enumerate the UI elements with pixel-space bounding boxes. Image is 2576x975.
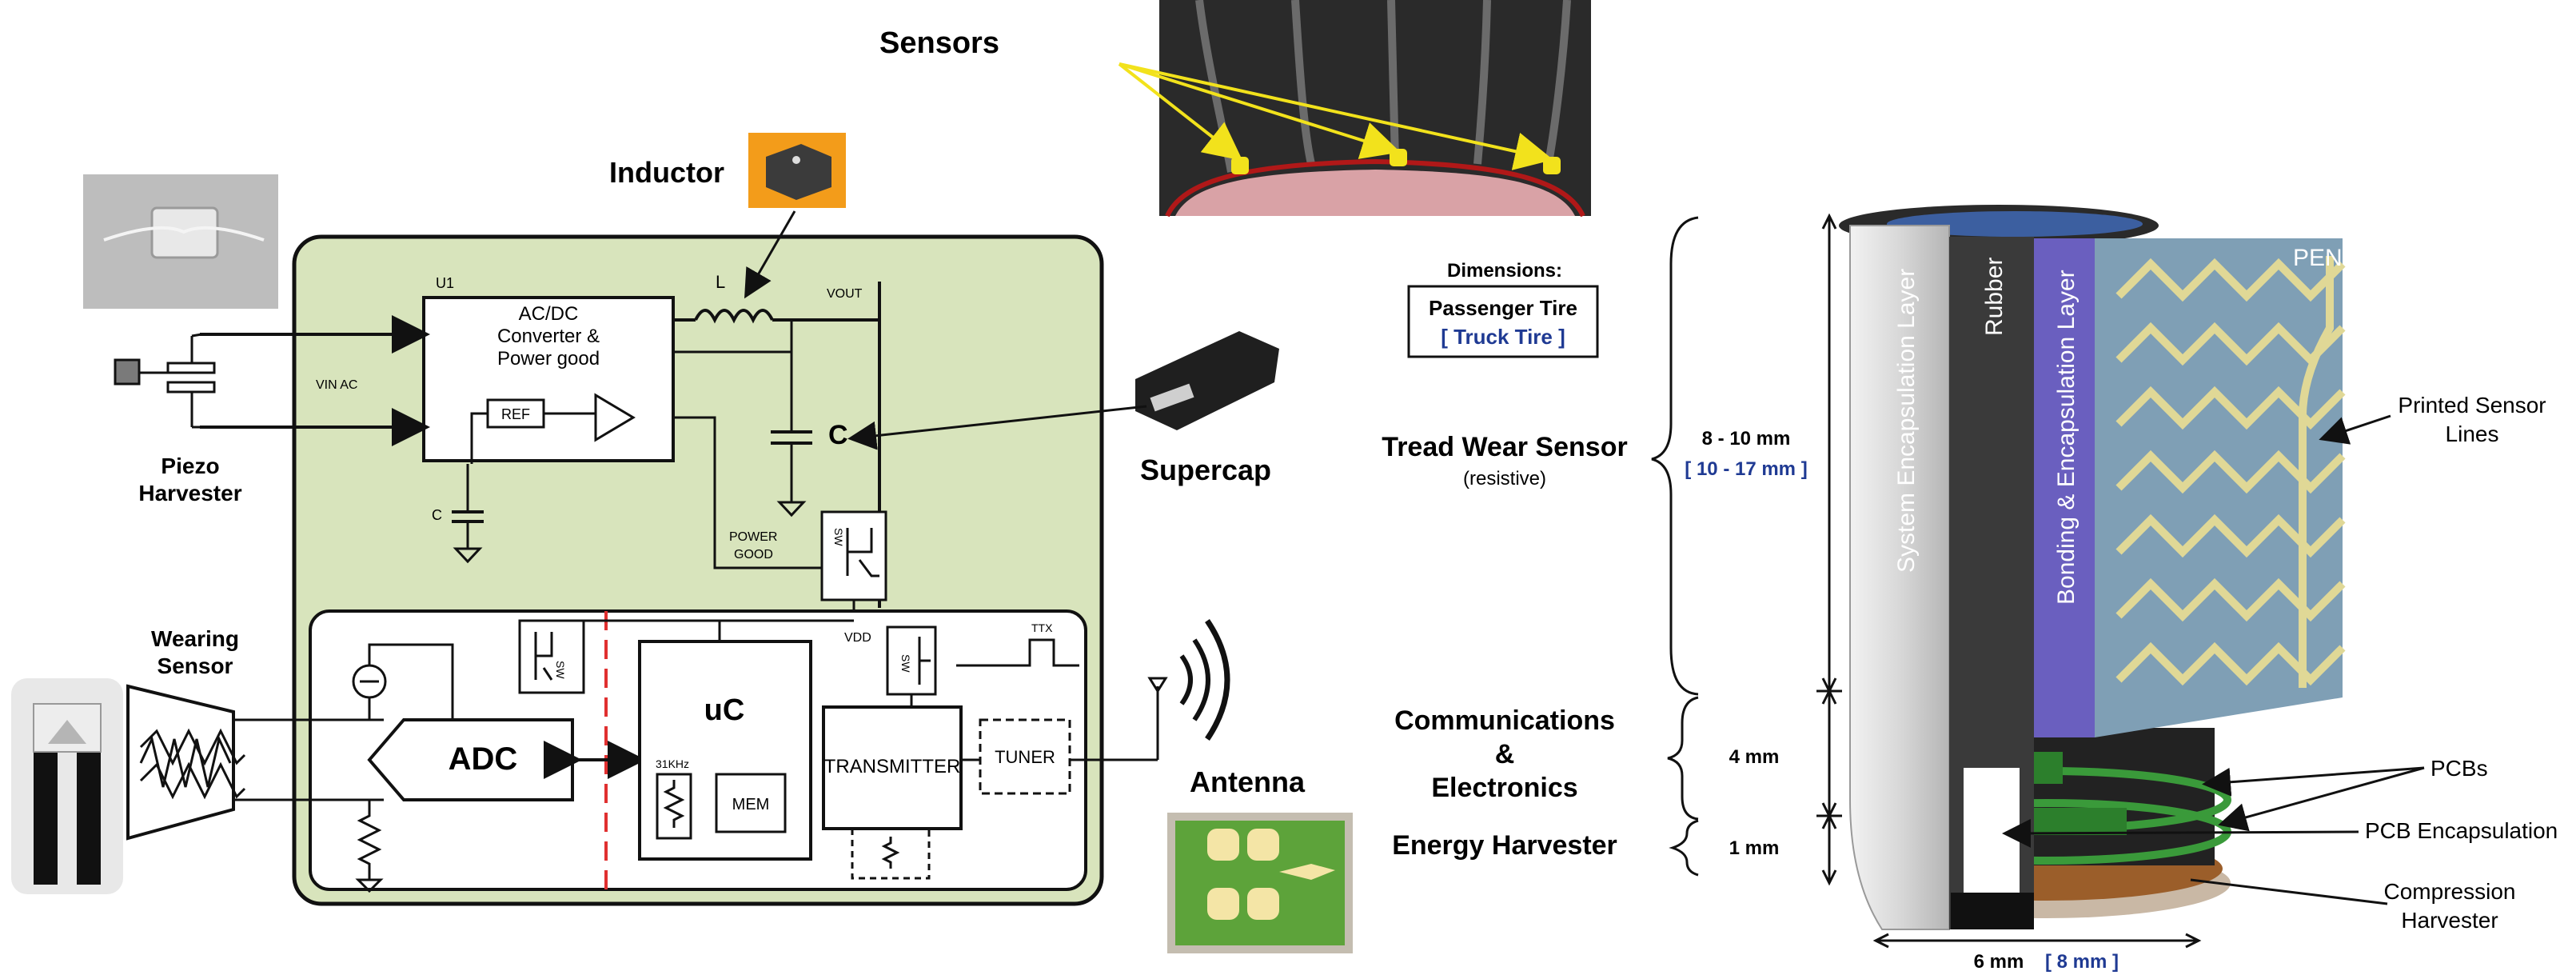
layer-pen-label: PEN bbox=[2293, 245, 2343, 271]
printed-sensor-label-2: Lines bbox=[2446, 422, 2499, 446]
piezo-symbol bbox=[114, 333, 216, 429]
tuner-block: TUNER bbox=[961, 718, 1158, 795]
tread-dim-truck: [ 10 - 17 mm ] bbox=[1685, 458, 1807, 480]
electronics-panel: ADC uC 31KHz MEM SW bbox=[309, 609, 1158, 893]
compression-label-2: Harvester bbox=[2401, 908, 2498, 933]
vin-label: VIN AC bbox=[316, 378, 357, 392]
inductor-l-label: L bbox=[716, 272, 725, 292]
microcontroller-block: uC 31KHz MEM bbox=[638, 640, 812, 861]
energy-harvester-label: Energy Harvester bbox=[1392, 830, 1617, 861]
adc-label: ADC bbox=[449, 741, 518, 777]
sensors-label: Sensors bbox=[879, 26, 999, 60]
dimensions-box: Passenger Tire [ Truck Tire ] bbox=[1407, 285, 1599, 358]
layer-system-label: System Encapsulation Layer bbox=[1893, 269, 1920, 573]
sensor-stack-illustration bbox=[1839, 205, 2346, 930]
supercap-label: Supercap bbox=[1140, 454, 1271, 486]
tread-dim: 8 - 10 mm bbox=[1702, 428, 1791, 450]
piezo-label-2: Harvester bbox=[138, 481, 241, 505]
piezo-photo bbox=[83, 174, 278, 309]
truck-tire-label: [ Truck Tire ] bbox=[1441, 325, 1565, 349]
compression-label-1: Compression bbox=[2384, 879, 2516, 904]
transmitter-block: TRANSMITTER bbox=[822, 705, 963, 880]
power-good-1: POWER bbox=[729, 530, 777, 544]
big-c-label: C bbox=[828, 420, 848, 450]
tuner-label: TUNER bbox=[995, 747, 1055, 767]
wearing-label-2: Sensor bbox=[158, 653, 233, 678]
sw-label-1: SW bbox=[554, 661, 567, 679]
acdc-line-2: Converter & bbox=[497, 326, 600, 347]
tire-sensor-dot bbox=[1390, 149, 1407, 166]
width-dim: 6 mm bbox=[1974, 951, 2024, 973]
height-dimension-line bbox=[1816, 213, 1842, 886]
u1-label: U1 bbox=[436, 275, 454, 291]
sw-switch-2: SW VDD bbox=[844, 625, 937, 707]
transmitter-label: TRANSMITTER bbox=[824, 756, 961, 777]
osc-label: 31KHz bbox=[656, 757, 689, 770]
acdc-line-3: Power good bbox=[497, 348, 600, 370]
energy-dim: 1 mm bbox=[1729, 837, 1780, 859]
antenna-label: Antenna bbox=[1190, 765, 1306, 798]
sw-switch-1: SW bbox=[518, 619, 854, 694]
adc-block: ADC bbox=[352, 643, 574, 893]
comm-brace bbox=[1667, 696, 1699, 821]
mem-label: MEM bbox=[732, 796, 770, 813]
layer-bonding-label: Bonding & Encapsulation Layer bbox=[2053, 270, 2080, 605]
passenger-tire-label: Passenger Tire bbox=[1429, 296, 1577, 320]
tire-section bbox=[1118, 0, 1591, 218]
wearing-label-1: Wearing bbox=[151, 626, 239, 651]
tread-brace bbox=[1651, 216, 1699, 696]
inductor-photo bbox=[748, 133, 846, 208]
small-c-label: C bbox=[432, 507, 442, 523]
dimensions-title: Dimensions: bbox=[1447, 260, 1562, 282]
piezo-label-1: Piezo bbox=[161, 454, 219, 478]
comm-line-1: Communications bbox=[1394, 705, 1615, 736]
sw-label-main: SW bbox=[832, 528, 845, 546]
acdc-line-1: AC/DC bbox=[519, 303, 579, 325]
inductor-label: Inductor bbox=[609, 156, 724, 189]
vout-label: VOUT bbox=[827, 287, 863, 301]
tire-sensor-dot bbox=[1231, 157, 1249, 174]
tread-wear-subtitle: (resistive) bbox=[1463, 468, 1546, 489]
ttx-label: TTX bbox=[1031, 621, 1053, 634]
ttx-pulse bbox=[956, 638, 1079, 667]
wearing-sensor-symbol bbox=[126, 684, 384, 841]
pcbs-label: PCBs bbox=[2430, 756, 2488, 781]
tread-wear-title: Tread Wear Sensor bbox=[1382, 432, 1627, 462]
layer-rubber-label: Rubber bbox=[1981, 258, 2008, 336]
acdc-converter-block: U1 AC/DC Converter & Power good REF bbox=[422, 275, 675, 464]
width-dimension-line bbox=[1872, 933, 2202, 949]
comm-dim: 4 mm bbox=[1729, 746, 1780, 768]
wearing-sensor-photo bbox=[11, 678, 123, 894]
width-dim-truck: [ 8 mm ] bbox=[2045, 951, 2119, 973]
uc-label: uC bbox=[704, 693, 745, 727]
pcb-encapsulation-label: PCB Encapsulation bbox=[2365, 818, 2558, 843]
comm-line-3: Electronics bbox=[1431, 773, 1577, 803]
power-good-2: GOOD bbox=[734, 548, 773, 561]
sw-label-2: SW bbox=[899, 654, 912, 673]
comm-line-2: & bbox=[1495, 739, 1515, 769]
vdd-label: VDD bbox=[844, 631, 871, 645]
supercap-photo bbox=[1135, 331, 1279, 430]
printed-sensor-zigzag bbox=[2115, 258, 2346, 302]
energy-brace bbox=[1669, 819, 1699, 877]
antenna-pcb-photo bbox=[1167, 813, 1353, 953]
printed-sensor-label-1: Printed Sensor bbox=[2398, 393, 2546, 418]
ref-label: REF bbox=[501, 406, 530, 422]
antenna-symbol bbox=[1147, 619, 1230, 760]
